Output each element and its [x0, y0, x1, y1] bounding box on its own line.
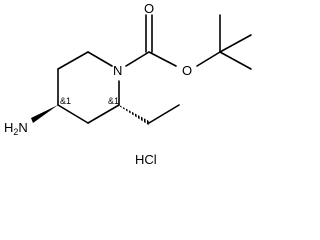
ring-nitrogen-label: N — [113, 63, 122, 78]
carbonyl-oxygen-label: O — [144, 1, 154, 16]
amine-h: H — [4, 120, 13, 135]
stereo-label-c2: &1 — [108, 96, 119, 106]
ester-oxygen-label: O — [182, 63, 192, 78]
bond-ethyl-ch2-ch3 — [148, 104, 180, 124]
amine-h-subscript: 2 — [13, 127, 18, 137]
chemical-structure-diagram: N O O H2N &1 &1 HCl — [4, 1, 252, 167]
bond-tbu-methyl-right — [219, 51, 252, 70]
amine-n: N — [18, 120, 27, 135]
bond-c4-c3 — [57, 104, 89, 124]
salt-label: HCl — [135, 152, 157, 167]
bond-tbu-methyl-upright — [219, 34, 252, 53]
bond-ester-o-tbu-c — [196, 51, 221, 67]
bond-c3-c2 — [87, 104, 120, 124]
stereo-label-c4: &1 — [60, 96, 71, 106]
amine-label: H2N — [4, 120, 28, 137]
bold-wedge-c4-nh2 — [31, 105, 58, 123]
bond-c6-c5 — [57, 51, 89, 70]
bond-carbonyl-ester-o — [148, 51, 177, 67]
bond-n1-carbonyl-c — [125, 51, 150, 67]
hashed-wedge-c2-ethyl — [119, 105, 150, 126]
bond-n1-c6 — [87, 51, 113, 67]
